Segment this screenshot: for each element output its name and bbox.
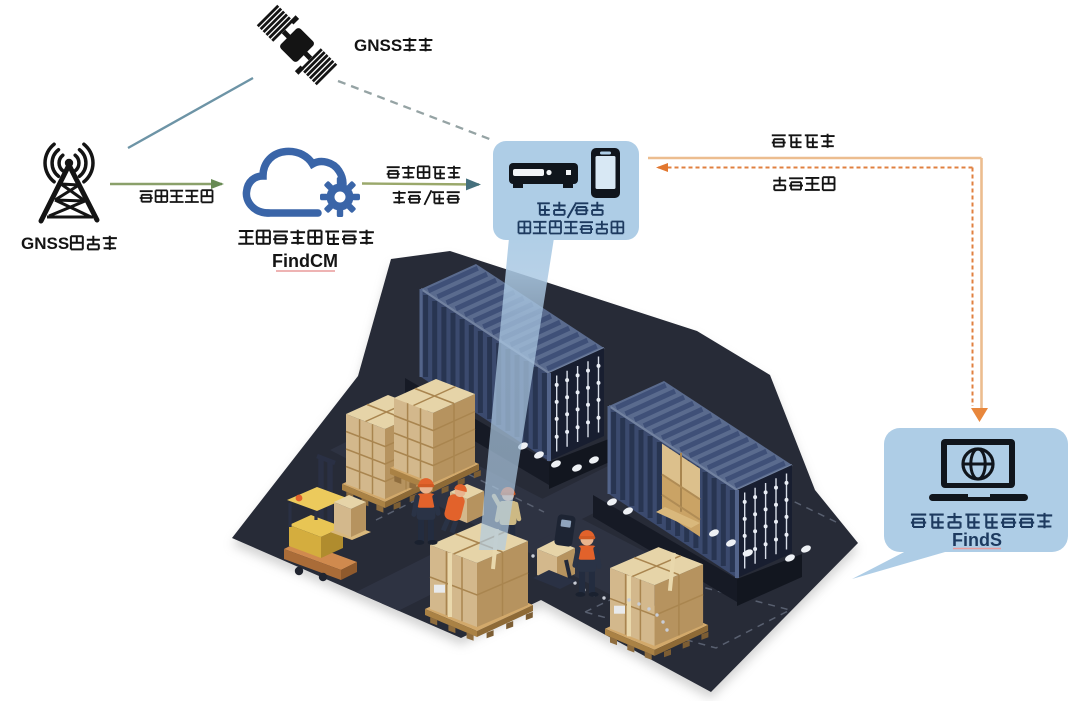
svg-text:FindS: FindS [952, 530, 1002, 550]
svg-text:GNSS: GNSS [21, 234, 69, 253]
svg-text:FindCM: FindCM [272, 251, 338, 271]
svg-text:GNSS: GNSS [354, 36, 402, 55]
